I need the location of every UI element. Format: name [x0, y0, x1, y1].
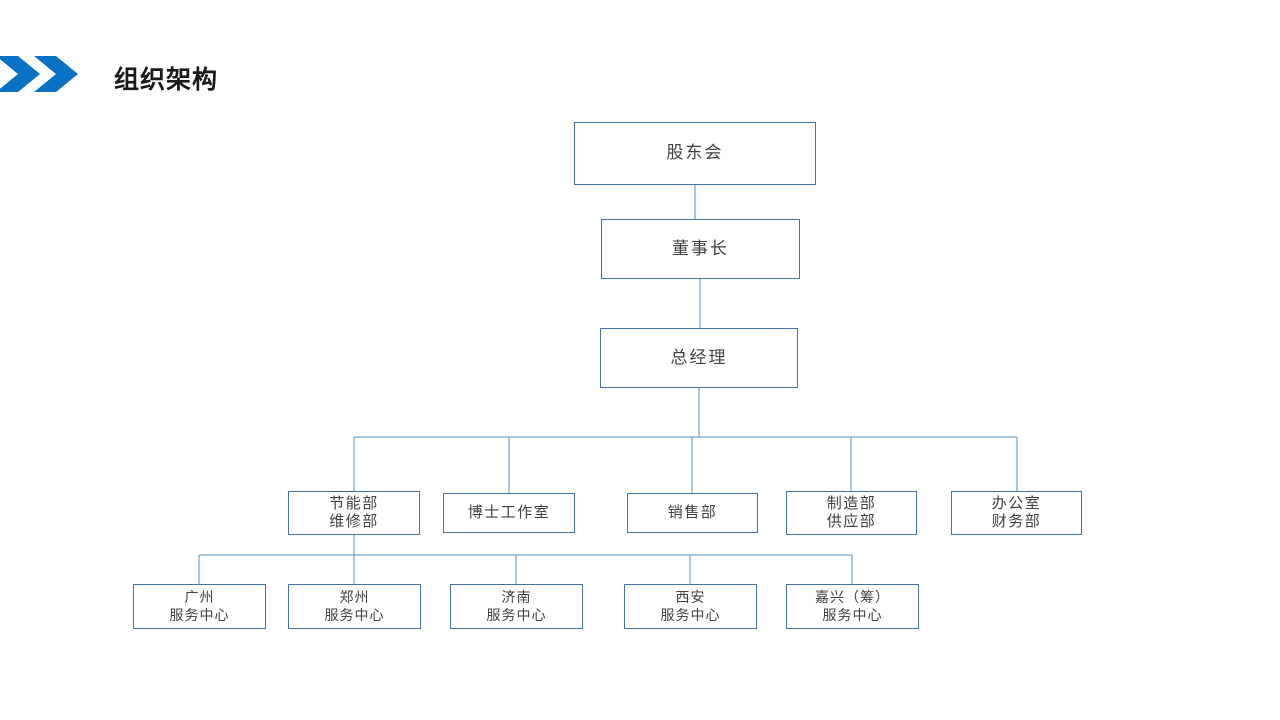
node-label: 股东会 [666, 143, 724, 163]
node-label-line2: 服务中心 [822, 606, 883, 623]
node-label-line2: 服务中心 [486, 606, 547, 623]
node-jinan-service-center[interactable]: 济南 服务中心 [450, 584, 583, 629]
node-chairman[interactable]: 董事长 [601, 219, 800, 279]
node-doctoral-studio[interactable]: 博士工作室 [443, 493, 575, 533]
node-label-line2: 供应部 [826, 513, 877, 530]
node-guangzhou-service-center[interactable]: 广州 服务中心 [133, 584, 266, 629]
page-title: 组织架构 [114, 66, 219, 94]
node-label-line1: 西安 [675, 589, 706, 606]
node-label-line1: 节能部 [329, 494, 379, 512]
node-label: 董事长 [672, 238, 729, 258]
node-label-line1: 制造部 [826, 494, 877, 512]
node-label-line2: 维修部 [329, 513, 379, 530]
node-label: 总经理 [670, 347, 728, 367]
node-office-finance-dept[interactable]: 办公室 财务部 [951, 491, 1082, 535]
node-label: 博士工作室 [467, 503, 551, 521]
node-label-line1: 办公室 [991, 494, 1042, 512]
node-energy-maintenance-dept[interactable]: 节能部 维修部 [288, 491, 420, 535]
node-label-line1: 嘉兴（筹） [815, 589, 890, 606]
node-label: 销售部 [667, 503, 718, 521]
node-label-line1: 郑州 [339, 589, 370, 606]
double-chevron-right-icon [0, 56, 78, 92]
node-xian-service-center[interactable]: 西安 服务中心 [624, 584, 757, 629]
node-manufacturing-supply-dept[interactable]: 制造部 供应部 [786, 491, 917, 535]
node-label-line2: 财务部 [991, 513, 1042, 530]
node-shareholders-meeting[interactable]: 股东会 [574, 122, 816, 185]
node-general-manager[interactable]: 总经理 [600, 328, 798, 388]
node-zhengzhou-service-center[interactable]: 郑州 服务中心 [288, 584, 421, 629]
node-label-line1: 广州 [184, 589, 215, 606]
node-jiaxing-service-center[interactable]: 嘉兴（筹） 服务中心 [786, 584, 919, 629]
slide-header [0, 48, 1280, 100]
node-label-line1: 济南 [501, 589, 532, 606]
node-label-line2: 服务中心 [660, 606, 721, 623]
node-label-line2: 服务中心 [169, 606, 230, 623]
node-label-line2: 服务中心 [324, 606, 385, 623]
node-sales-dept[interactable]: 销售部 [627, 493, 758, 533]
